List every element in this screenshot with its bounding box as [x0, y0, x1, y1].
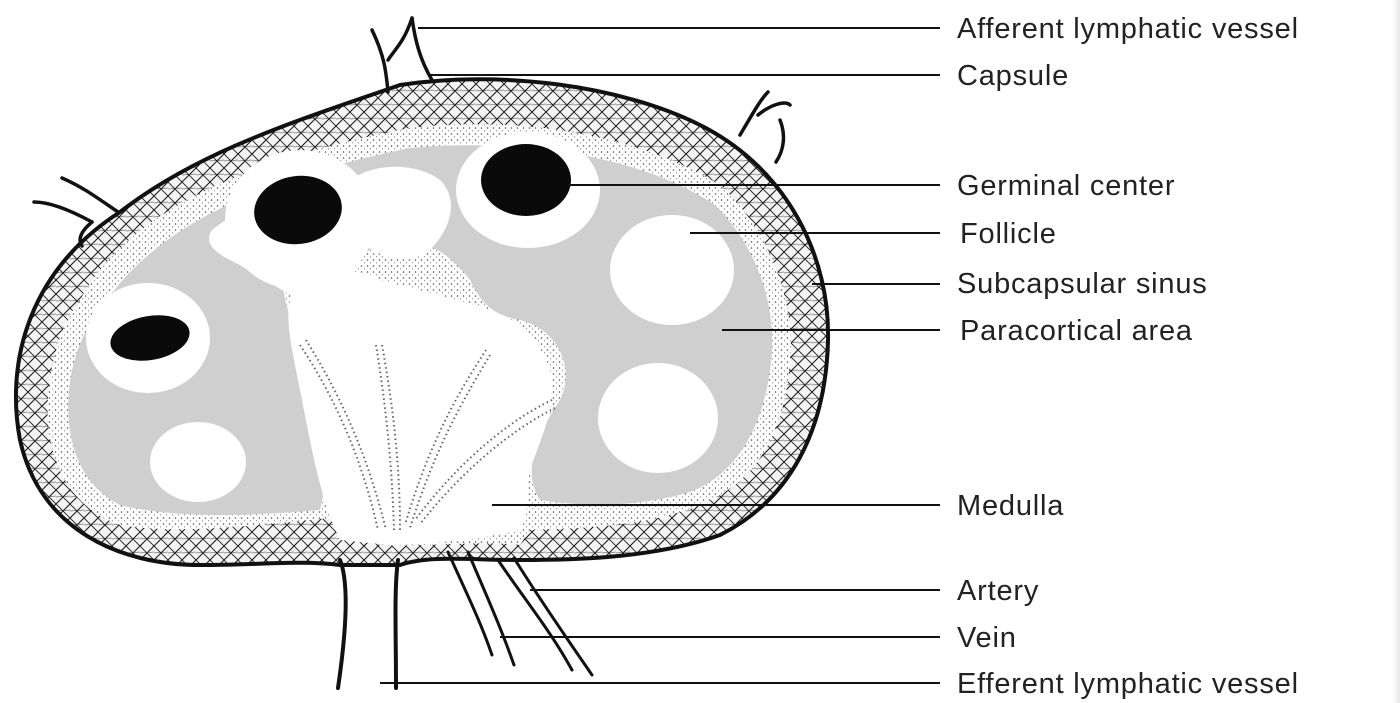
labels: Afferent lymphatic vessel Capsule Germin…: [957, 13, 1299, 700]
label-artery: Artery: [957, 575, 1039, 607]
label-germinal-center: Germinal center: [957, 170, 1175, 202]
efferent-vessel-right: [396, 560, 399, 688]
follicle-right-upper: [610, 215, 734, 325]
follicle-right-lower: [598, 363, 718, 473]
label-follicle: Follicle: [960, 218, 1057, 250]
label-paracortical-area: Paracortical area: [960, 315, 1193, 347]
vein-line-b: [514, 558, 592, 675]
blood-vessels: [448, 552, 592, 675]
germinal-center-top: [481, 144, 571, 216]
label-vein: Vein: [957, 622, 1017, 654]
label-capsule: Capsule: [957, 60, 1069, 92]
page-edge-shade: [1392, 0, 1400, 703]
label-medulla: Medulla: [957, 490, 1064, 522]
lymph-node-body: [16, 79, 828, 565]
follicle-lower-left: [150, 422, 246, 502]
efferent-vessel-left: [338, 560, 346, 688]
label-subcapsular-sinus: Subcapsular sinus: [957, 268, 1208, 300]
label-afferent: Afferent lymphatic vessel: [957, 13, 1299, 45]
artery-line-a: [448, 552, 492, 655]
label-efferent: Efferent lymphatic vessel: [957, 668, 1299, 700]
hilum-vessels: [338, 560, 398, 688]
